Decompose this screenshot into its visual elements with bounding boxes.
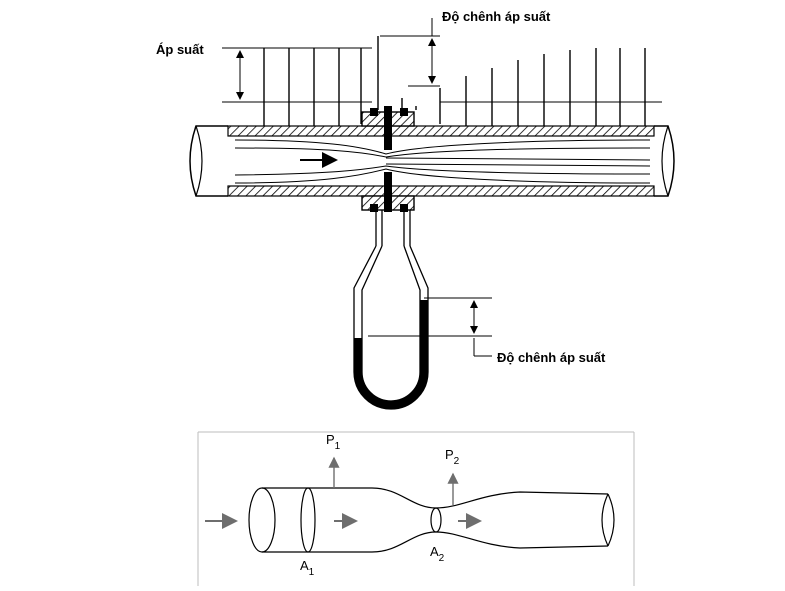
pressure-label: Áp suất	[156, 42, 204, 57]
orifice-plate-assembly	[361, 106, 415, 212]
venturi-tube	[248, 487, 615, 553]
pressure-dimension-arrow	[236, 50, 244, 100]
pressure-diff-arrow-bottom	[368, 297, 492, 357]
pipe-right-cut	[661, 125, 669, 197]
pressure-reference-lines	[222, 35, 662, 103]
p2-label: P2	[445, 447, 460, 467]
u-tube-manometer	[353, 210, 429, 410]
flow-streamlines	[234, 139, 651, 184]
a1-label: A1	[300, 558, 315, 578]
p1-label: P1	[326, 432, 341, 452]
pipe-right-end	[654, 125, 675, 197]
piezometer-tubes	[263, 36, 646, 130]
pipe-left-end	[189, 125, 228, 197]
section-a1-ellipse	[300, 487, 316, 553]
venturi-diagram: P1 P2 A1 A2	[197, 431, 635, 586]
pressure-diff-arrow-top	[428, 18, 436, 84]
pipe-left-cut	[195, 125, 203, 197]
pipe-wall-top	[227, 125, 655, 137]
orifice-meter-diagram: Áp suất Độ chênh áp suất Độ chênh áp suấ…	[156, 9, 675, 410]
manometer-fluid	[354, 300, 428, 409]
pressure-diff-label-bottom: Độ chênh áp suất	[497, 350, 606, 365]
pressure-diff-label-top: Độ chênh áp suất	[442, 9, 551, 24]
section-a2-ellipse	[430, 507, 442, 533]
a2-label: A2	[430, 544, 445, 564]
pipe-wall-bottom	[227, 185, 655, 197]
